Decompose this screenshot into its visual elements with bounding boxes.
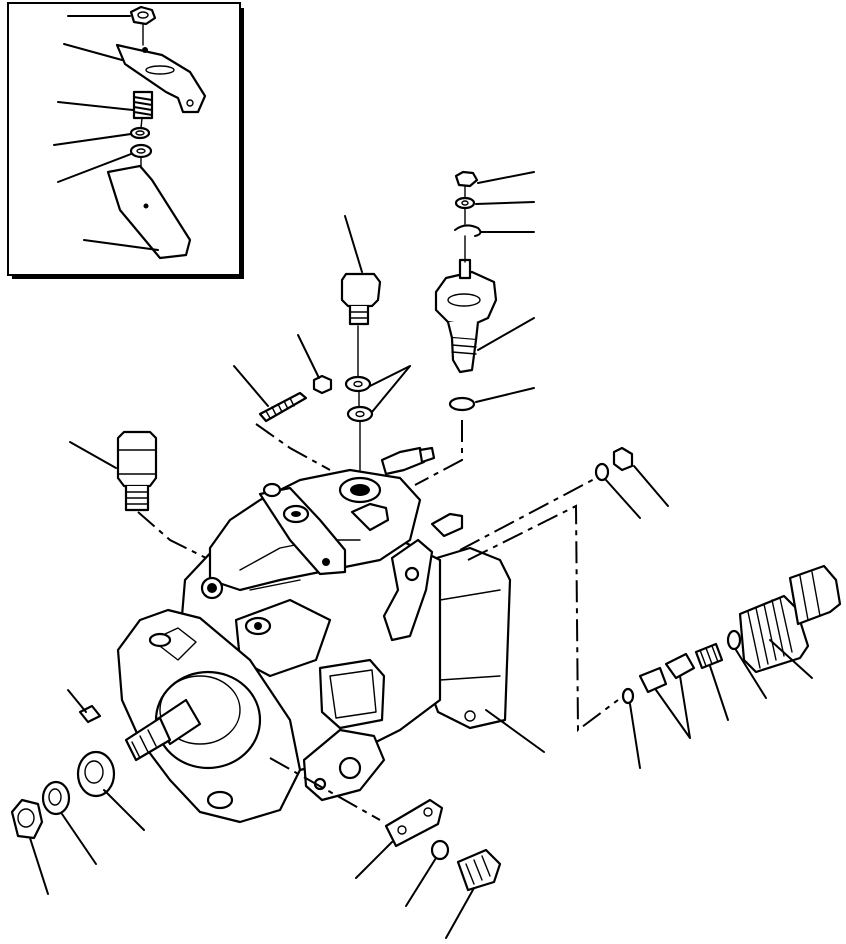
leader-solenoid-1 [477,171,535,184]
leader-inset-5 [57,153,132,183]
leader-bolt [344,215,363,273]
inset-nut [129,5,157,26]
banjo-bolt-head [340,272,382,308]
leader-solenoid-4 [477,317,535,351]
centerline-lower [269,757,381,821]
inset-lever-plate [115,43,207,114]
leader-lock-nut [297,334,320,379]
solenoid-nut [454,170,479,188]
leader-valves [655,675,691,739]
leader-washers [369,365,411,413]
bolt-washer [430,839,450,861]
leader-bolt-washer [405,857,437,907]
leader-outlet-fitting [769,639,813,679]
leader-spring-washer [61,813,97,865]
leader-plug-washer [605,479,641,519]
leader-solenoid-2 [475,201,535,205]
leader-o-ring [735,649,767,699]
plug-screw [612,446,634,472]
solenoid-stack [434,170,535,412]
plug-washer [594,462,610,482]
valve-washer [621,687,635,705]
delivery-valve-2 [638,666,668,694]
stop-lever [382,538,434,642]
pump-rear-plate [428,546,512,730]
inset-frame [7,2,241,276]
centerline-right-2 [467,504,619,732]
leader-spring [709,665,729,721]
leader-inset-2 [63,43,123,61]
leader-fitting [69,441,117,469]
right-parts [485,446,842,769]
leader-cover-bolt [445,887,475,939]
leader-inset-6 [83,239,159,251]
top-connector [380,446,426,476]
centerline-screw [255,423,331,471]
solenoid-washer [454,196,476,210]
inset-detail [7,2,244,279]
leader-cover-plate [355,841,393,879]
solenoid-o-ring [448,396,476,412]
leader-drive-washer [103,789,145,831]
drive-nut [10,798,44,840]
delivery-valve-1 [664,652,696,680]
centerline-fitting [137,511,211,561]
adjust-screw [258,391,308,423]
inspection-cover [318,658,386,730]
leader-solenoid-5 [475,387,535,403]
copper-washer-2 [346,405,374,423]
inset-bracket [106,164,192,260]
solenoid-clip [454,224,482,237]
lower-parts [355,798,502,939]
centerline-right-1 [459,475,601,551]
governor-lever [258,486,347,576]
leader-inset-4 [53,133,132,146]
copper-washer-1 [344,375,372,393]
inset-spring [132,90,154,120]
side-connector [430,512,464,538]
outlet-fitting [738,564,842,674]
fitting-o-ring [726,629,742,651]
leader-valve-washer [629,703,641,769]
leader-inset-3 [57,101,134,111]
inset-shadow [12,8,244,279]
leader-adjust-screw [233,365,269,407]
fitting-stack [69,430,211,561]
cover-plate [384,798,444,848]
leader-drive-nut [29,837,49,895]
top-bolt-stack [340,215,411,471]
delivery-fitting [116,430,158,488]
valve-spring [694,642,724,670]
spring-washer [41,780,71,816]
banjo-bolt-shank [348,306,370,326]
inset-washer-2 [129,143,153,159]
centerline-solenoid [414,420,463,486]
lock-nut [312,374,333,395]
shaft-parts [10,689,145,895]
injection-pump-body [116,446,512,824]
side-connector-2 [350,502,390,532]
leader-rear-plate [485,709,545,753]
cover-bolt [456,848,502,892]
leader-plug [633,465,669,507]
inset-washer-1 [129,126,151,140]
adjust-screw-stack [233,334,333,471]
solenoid-valve [434,258,498,374]
drive-washer [76,750,116,798]
leader-key [67,689,87,713]
